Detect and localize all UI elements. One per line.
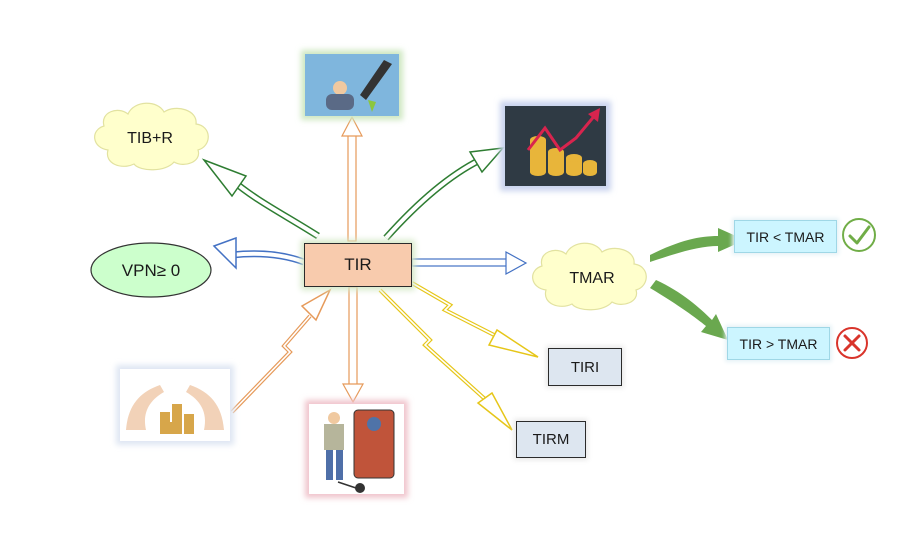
cloud-tibr	[94, 102, 209, 171]
node-vpn-label: VPN≥ 0	[121, 261, 181, 280]
arrow-to-tibr	[201, 158, 320, 239]
x-circle-icon	[836, 327, 868, 359]
arrow-to-tiri	[410, 281, 539, 358]
picture-top-right	[500, 101, 611, 191]
arrow-to-tmar	[411, 250, 528, 276]
arrow-to-tirm	[378, 288, 513, 431]
node-tir-gt-tmar-label: TIR > TMAR	[739, 335, 818, 352]
picture-bottom	[305, 400, 408, 498]
arrow-tmar-to-reject	[650, 280, 728, 340]
arrow-from-bottom-left-picture	[230, 288, 332, 414]
node-tiri-label: TIRI	[570, 358, 600, 376]
picture-bottom-left	[116, 365, 234, 445]
node-tir-lt-tmar-label: TIR < TMAR	[746, 228, 825, 245]
arrow-to-top-right-picture	[383, 147, 505, 241]
node-tibr-label: TIB+R	[127, 130, 173, 147]
center-node-label: TIR	[344, 255, 372, 274]
node-tir-lt-tmar: TIR < TMAR	[734, 220, 837, 253]
node-tiri: TIRI	[548, 348, 622, 386]
node-tirm-label: TIRM	[532, 431, 570, 448]
node-tmar-label: TMAR	[569, 270, 615, 287]
arrow-to-top-picture	[341, 115, 363, 242]
node-tir-gt-tmar: TIR > TMAR	[727, 327, 830, 360]
node-tirm: TIRM	[516, 421, 586, 458]
cloud-tmar	[532, 242, 647, 311]
center-node-tir: TIR	[304, 243, 412, 287]
arrow-to-bottom-picture	[341, 286, 365, 404]
check-circle-icon	[842, 218, 876, 252]
picture-top	[301, 50, 403, 120]
arrow-tmar-to-accept	[650, 228, 745, 262]
arrow-to-vpn	[212, 236, 306, 270]
vpn-ellipse	[90, 242, 212, 298]
